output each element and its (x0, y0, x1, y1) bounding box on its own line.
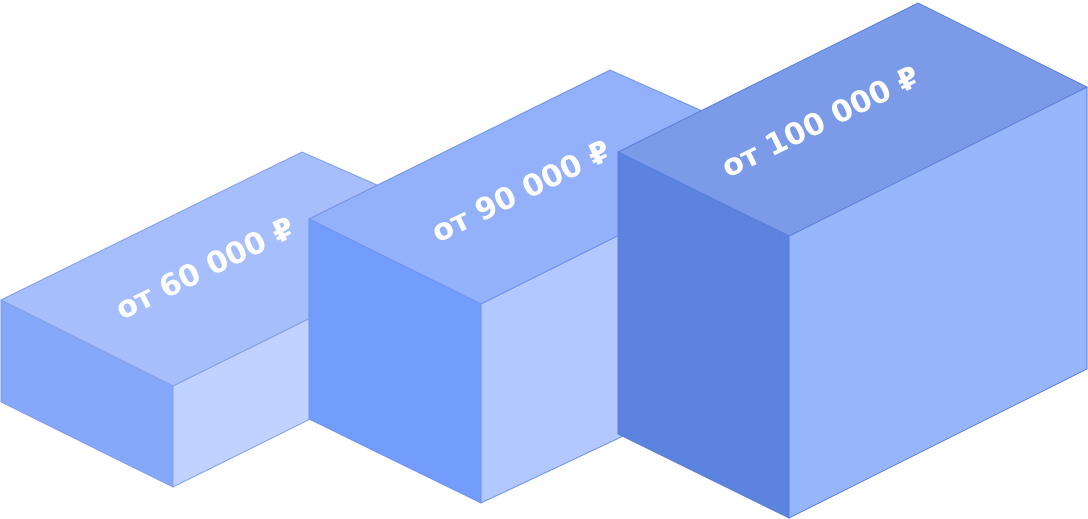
price-block-100000: от 100 000 ₽ (616, 2, 1088, 519)
block-3-top-face (616, 2, 1088, 237)
